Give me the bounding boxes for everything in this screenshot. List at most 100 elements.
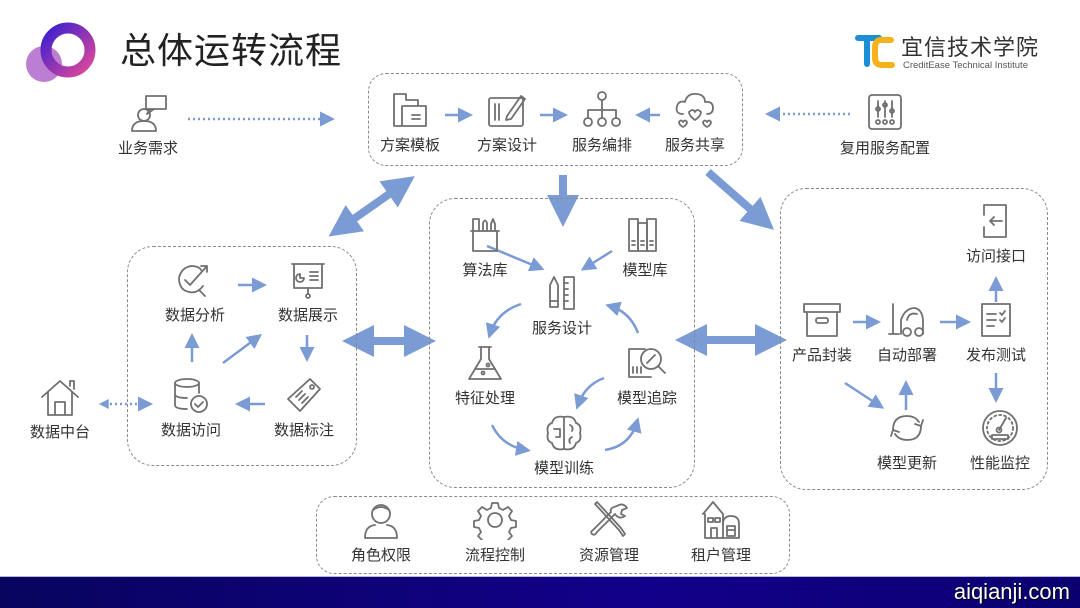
- flow-arrow: [580, 249, 613, 271]
- node-auto-deploy[interactable]: 自动部署: [862, 300, 952, 365]
- presentation-icon: [291, 263, 325, 299]
- data-box: [127, 246, 357, 466]
- node-data-analysis[interactable]: 数据分析: [150, 260, 240, 325]
- footer-bar: aiqianji.com: [0, 576, 1080, 608]
- management-box: [316, 496, 790, 574]
- node-access-interface[interactable]: 访问接口: [951, 201, 1041, 266]
- login-icon: [983, 204, 1007, 238]
- database-check-icon: [174, 378, 208, 413]
- label-resource-management: 资源管理: [578, 546, 639, 564]
- sliders-icon: [868, 94, 902, 130]
- label-data-labeling: 数据标注: [273, 421, 334, 439]
- node-service-design[interactable]: 服务设计: [517, 273, 607, 338]
- flow-arrow: [485, 302, 522, 339]
- pencil-ruler-icon: [549, 276, 575, 310]
- label-auto-deploy: 自动部署: [876, 346, 937, 364]
- brand-tc-icon: [855, 35, 895, 68]
- label-product-packaging: 产品封装: [791, 346, 852, 364]
- node-data-display[interactable]: 数据展示: [263, 260, 353, 325]
- flask-icon: [468, 346, 502, 380]
- label-model-tracking: 模型追踪: [616, 389, 677, 407]
- flow-arrow: [490, 424, 531, 456]
- arrow-top-data: [328, 176, 415, 237]
- pencil-cup-icon: [470, 218, 500, 252]
- label-tenant-management: 租户管理: [690, 546, 751, 564]
- node-service-orchestration[interactable]: 服务编排: [557, 90, 647, 155]
- label-data-display: 数据展示: [277, 306, 338, 324]
- label-process-control: 流程控制: [464, 546, 525, 564]
- refresh-icon: [890, 415, 924, 441]
- flow-arrow: [574, 376, 605, 410]
- arrow-top-deploy: [705, 168, 775, 230]
- books-icon: [628, 218, 657, 252]
- label-model-library: 模型库: [622, 261, 668, 279]
- node-model-training[interactable]: 模型训练: [519, 413, 609, 478]
- archive-box-icon: [803, 303, 841, 337]
- brain-icon: [546, 415, 582, 451]
- label-data-access: 数据访问: [160, 421, 221, 439]
- drawing-tablet-icon: [488, 95, 526, 127]
- gear-icon: [473, 502, 517, 540]
- label-performance-monitor: 性能监控: [969, 454, 1030, 472]
- speedometer-icon: [982, 410, 1018, 446]
- analysis-icon: [178, 265, 208, 297]
- checklist-icon: [981, 303, 1011, 337]
- node-solution-template[interactable]: 方案模板: [365, 90, 455, 155]
- node-service-sharing[interactable]: 服务共享: [650, 90, 740, 155]
- label-algorithm-library: 算法库: [462, 261, 508, 279]
- node-model-update[interactable]: 模型更新: [862, 408, 952, 473]
- page-title: 总体运转流程: [120, 31, 343, 72]
- buildings-icon: [702, 501, 740, 539]
- node-data-labeling[interactable]: 数据标注: [259, 375, 349, 440]
- label-solution-template: 方案模板: [379, 136, 440, 154]
- tag-icon: [287, 378, 321, 412]
- watermark: aiqianji.com: [953, 579, 1070, 604]
- house-icon: [41, 380, 79, 416]
- cloud-hearts-icon: [675, 93, 714, 128]
- flow-arrow: [604, 417, 642, 452]
- solution-box: [368, 73, 743, 166]
- node-reuse-config[interactable]: 复用服务配置: [840, 93, 930, 158]
- magnifier-report-icon: [628, 348, 666, 378]
- node-feature-processing[interactable]: 特征处理: [440, 343, 530, 408]
- node-business-demand[interactable]: 业务需求: [103, 93, 193, 158]
- user-chat-icon: [131, 95, 167, 132]
- flow-arrow: [486, 244, 545, 272]
- forklift-icon: [888, 303, 924, 337]
- node-model-library[interactable]: 模型库: [600, 215, 690, 280]
- label-service-sharing: 服务共享: [664, 136, 725, 154]
- tools-icon: [590, 501, 628, 537]
- label-reuse-config: 复用服务配置: [840, 139, 931, 157]
- brand-name-cn: 宜信技术学院: [901, 36, 1040, 61]
- node-release-testing[interactable]: 发布测试: [951, 300, 1041, 365]
- label-service-orchestration: 服务编排: [571, 136, 632, 154]
- label-business-demand: 业务需求: [117, 139, 178, 157]
- label-model-training: 模型训练: [533, 459, 594, 477]
- node-algorithm-library[interactable]: 算法库: [440, 215, 530, 280]
- node-solution-design[interactable]: 方案设计: [462, 90, 552, 155]
- label-model-update: 模型更新: [876, 454, 937, 472]
- node-performance-monitor[interactable]: 性能监控: [955, 408, 1045, 473]
- label-release-testing: 发布测试: [965, 346, 1026, 364]
- node-data-access[interactable]: 数据访问: [146, 375, 236, 440]
- label-role-permission: 角色权限: [350, 546, 411, 564]
- node-model-tracking[interactable]: 模型追踪: [602, 343, 692, 408]
- node-role-permission[interactable]: 角色权限: [336, 500, 426, 565]
- deploy-box: [780, 188, 1048, 490]
- node-tenant-management[interactable]: 租户管理: [676, 500, 766, 565]
- node-resource-management[interactable]: 资源管理: [564, 500, 654, 565]
- flow-arrow: [844, 381, 885, 409]
- node-product-packaging[interactable]: 产品封装: [777, 300, 867, 365]
- brand-name-en: CreditEase Technical Institute: [903, 60, 1028, 71]
- user-icon: [364, 504, 398, 539]
- brand-logo: 宜信技术学院 CreditEase Technical Institute: [855, 30, 1055, 76]
- logo-icon: [26, 22, 96, 82]
- hierarchy-icon: [583, 91, 621, 127]
- node-data-center[interactable]: 数据中台: [15, 377, 105, 442]
- node-process-control[interactable]: 流程控制: [450, 500, 540, 565]
- label-solution-design: 方案设计: [476, 136, 537, 154]
- label-data-center: 数据中台: [29, 423, 90, 441]
- label-access-interface: 访问接口: [965, 247, 1026, 265]
- flow-arrow: [605, 301, 640, 334]
